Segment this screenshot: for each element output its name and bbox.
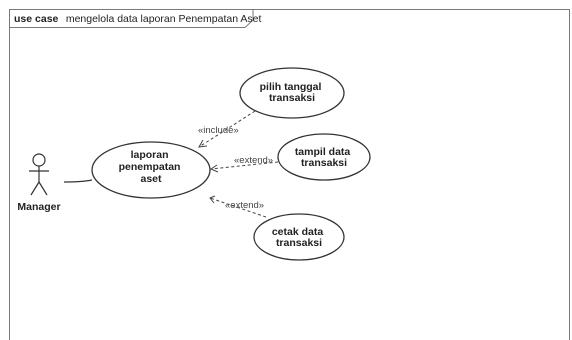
include-label: «include» [198,125,239,136]
use-case-pilih-line-1: pilih tanggal [260,81,322,93]
extend-tampil-label: «extend» [234,155,273,166]
diagram-frame [9,9,570,340]
extend-cetak-line [209,197,267,218]
frame-title-tab [9,9,254,28]
use-case-laporan-penempatan-aset[interactable]: laporan penempatan aset [91,141,211,199]
actor-manager[interactable]: Manager [17,153,61,213]
use-case-tampil-data-transaksi[interactable]: tampil data transaksi [277,133,371,181]
use-case-cetak-line-1: cetak data [272,226,324,238]
include-arrowhead [198,139,208,148]
use-case-pilih-text: pilih tanggal transaksi [260,81,325,104]
frame-title-name: mengelola data laporan Penempatan Aset [66,13,262,25]
use-case-laporan-line-1: laporan [131,149,169,161]
actor-label: Manager [17,201,60,213]
extend-relation-tampil: «extend» [209,155,279,173]
use-case-cetak-text: cetak data transaksi [272,226,326,249]
association-line [63,179,93,183]
use-case-cetak-line-2: transaksi [276,237,322,249]
use-case-pilih-tanggal-transaksi[interactable]: pilih tanggal transaksi [239,67,345,119]
extend-tampil-line [210,161,279,170]
actor-left-leg [30,181,40,196]
use-case-laporan-text: laporan penempatan aset [119,149,184,185]
extend-tampil-arrowhead [209,164,219,173]
use-case-tampil-line-2: transaksi [301,157,347,169]
actor-right-leg [38,181,48,196]
use-case-tampil-ellipse [277,133,371,181]
use-case-laporan-line-3: aset [140,173,162,185]
extend-cetak-label: «extend» [225,200,264,211]
use-case-tampil-text: tampil data transaksi [295,146,353,169]
include-relation: «include» [198,110,256,148]
use-case-laporan-line-2: penempatan [119,161,181,173]
frame-title: use case mengelola data laporan Penempat… [14,9,261,26]
actor-head [32,153,46,167]
frame-title-keyword: use case [14,13,59,25]
use-case-laporan-ellipse [91,141,211,199]
use-case-pilih-line-2: transaksi [269,92,315,104]
use-case-cetak-ellipse [253,213,345,261]
use-case-pilih-ellipse [239,67,345,119]
extend-relation-cetak: «extend» [209,195,267,218]
include-line [198,110,256,148]
extend-cetak-arrowhead [209,195,216,204]
use-case-tampil-line-1: tampil data [295,146,351,158]
use-case-cetak-data-transaksi[interactable]: cetak data transaksi [253,213,345,261]
